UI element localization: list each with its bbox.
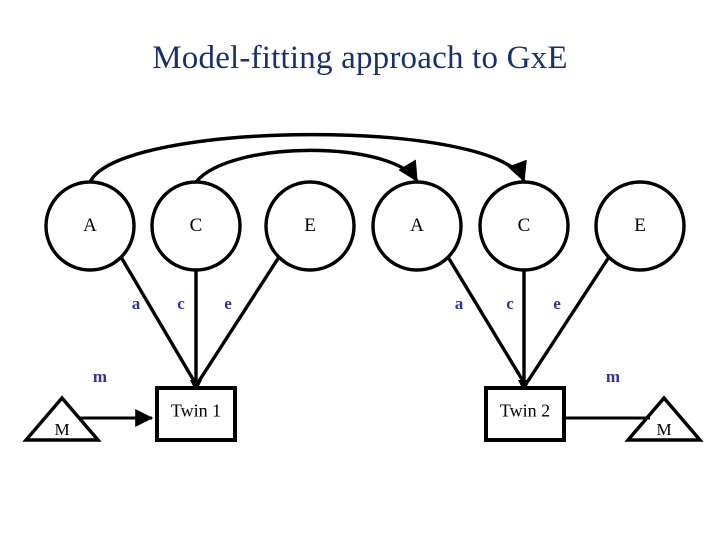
latent-label-e2: E (634, 215, 646, 236)
path-label-e1: e (224, 294, 232, 313)
observed-box-twin2 (484, 386, 566, 442)
observed-label-twin2: Twin 2 (499, 400, 551, 421)
path-e1-twin1 (197, 256, 281, 382)
observed-box-twin1 (155, 386, 237, 442)
latent-circle-a1 (44, 180, 136, 272)
path-label-e2: e (553, 294, 561, 313)
latent-circle-e1 (264, 180, 356, 272)
path-label-m2: m (605, 367, 621, 386)
observed-label-twin1: Twin 1 (170, 400, 222, 421)
correlation-arcs (88, 132, 527, 184)
latent-label-c2: C (517, 215, 531, 236)
page-title: Model-fitting approach to GxE (152, 40, 568, 76)
path-label-c2: c (506, 294, 514, 313)
arc-c1-a2 (194, 148, 419, 184)
latent-label-c1: C (189, 215, 203, 236)
loading-paths-twin2 (446, 256, 611, 392)
path-label-c1: c (177, 294, 185, 313)
latent-label-e1: E (304, 215, 316, 236)
path-label-a2: a (454, 294, 464, 313)
path-label-m1: m (92, 367, 108, 386)
path-a2-twin2 (446, 256, 525, 382)
path-a1-twin1 (119, 256, 196, 382)
latent-label-a1: A (83, 215, 97, 236)
arc-a1-c2 (88, 132, 527, 183)
latent-label-a2: A (410, 215, 424, 236)
path-e2-twin2 (526, 256, 611, 382)
moderator-label-right: M (656, 420, 672, 439)
latent-circle-e2 (594, 180, 686, 272)
loading-paths-twin1 (119, 256, 281, 392)
latent-circle-a2 (371, 180, 463, 272)
moderator-label-left: M (54, 420, 70, 439)
path-label-a1: a (131, 294, 141, 313)
